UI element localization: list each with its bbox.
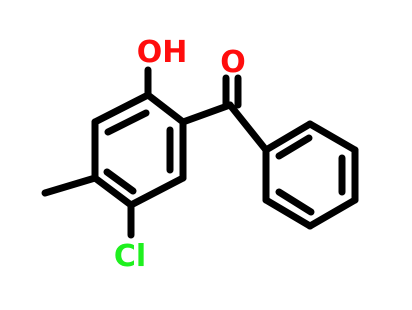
bond-c6-carbonyl	[179, 101, 234, 126]
substituted-ring	[91, 91, 187, 209]
bond-c6-c1	[144, 91, 187, 126]
bond-c4-c5	[127, 174, 187, 209]
bond-c1-c2	[91, 91, 152, 126]
bond-p5-p6	[306, 120, 359, 154]
bond-p3-p4	[306, 196, 359, 230]
bond-c1-c2-inner	[104, 109, 150, 136]
bond-p2-p3-inner	[275, 188, 315, 216]
atom-label-cl: Cl	[114, 239, 146, 274]
bond-c3-c4-inner	[103, 168, 137, 195]
bond-c3-c4	[91, 174, 135, 209]
bond-p6-p1-inner	[275, 134, 313, 160]
atom-label-o: O	[220, 45, 246, 80]
bond-c3-methyl	[41, 174, 99, 197]
bond-p2-p3	[262, 196, 314, 230]
bond-carbonyl-phenyl	[226, 101, 270, 154]
atom-label-oh: OH	[137, 35, 188, 70]
phenyl-ring	[262, 120, 359, 230]
bond-p6-p1	[262, 120, 314, 154]
